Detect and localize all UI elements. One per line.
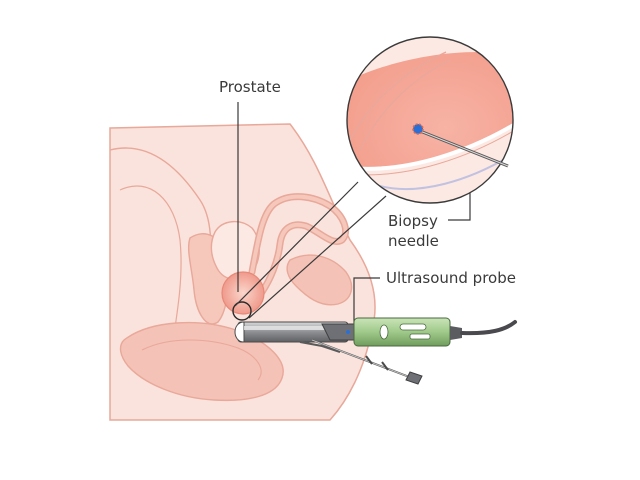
probe-leader bbox=[353, 277, 380, 326]
prostate-gland bbox=[221, 271, 265, 315]
rectum bbox=[286, 254, 353, 306]
zoom-inset bbox=[346, 36, 514, 204]
biopsy-needle-label-line2: needle bbox=[388, 232, 439, 250]
prostate-label: Prostate bbox=[219, 78, 281, 96]
biopsy-sample bbox=[412, 123, 424, 135]
zoom-leader-1 bbox=[234, 181, 359, 307]
ultrasound-probe bbox=[234, 317, 517, 385]
probe-cable bbox=[460, 320, 517, 336]
ultrasound-probe-label: Ultrasound probe bbox=[386, 269, 516, 287]
target-circle bbox=[232, 301, 252, 321]
biopsy-needle-label-line1: Biopsy bbox=[388, 212, 438, 230]
zoom-leader-2 bbox=[248, 195, 387, 319]
